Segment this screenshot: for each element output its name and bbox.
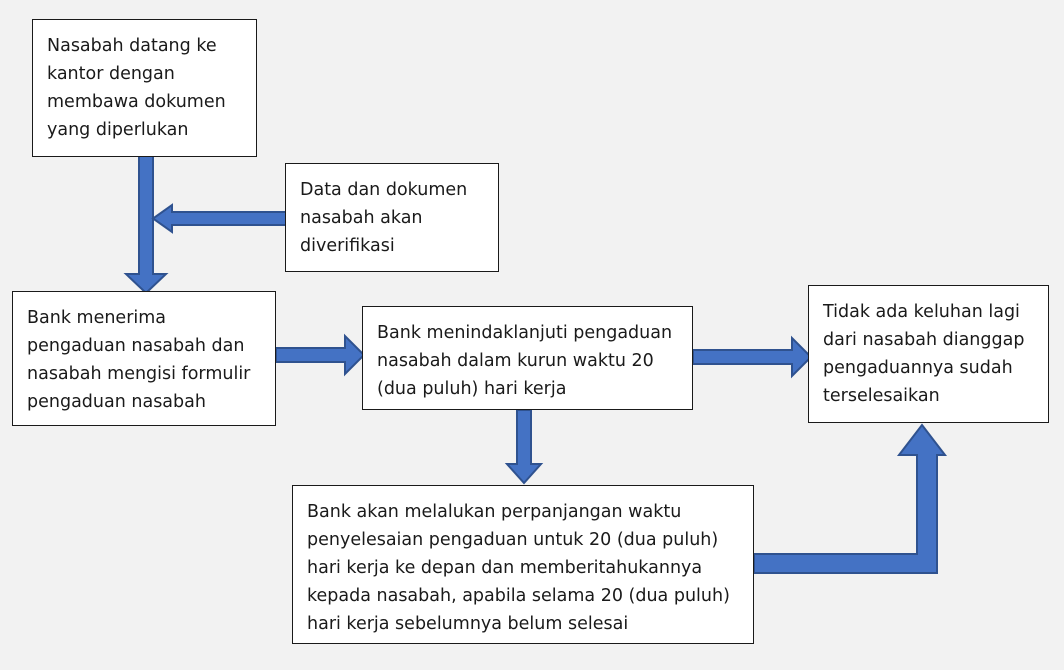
step-complaint-resolved: Tidak ada keluhan lagi dari nasabah dian… — [808, 285, 1049, 423]
arrow-down-to-complaint — [123, 155, 169, 295]
arrow-right-to-followup — [275, 333, 366, 377]
arrow-elbow-to-resolved — [753, 423, 948, 574]
step-followup-complaint: Bank menindaklanjuti pengaduan nasabah d… — [362, 306, 693, 410]
arrow-left-from-verification — [151, 203, 287, 234]
step-verify-documents: Data dan dokumen nasabah akan diverifika… — [285, 163, 499, 272]
step-extend-deadline: Bank akan melalukan perpanjangan waktu p… — [292, 485, 754, 644]
arrow-right-to-resolved — [692, 335, 813, 379]
step-receive-complaint: Bank menerima pengaduan nasabah dan nasa… — [12, 291, 276, 426]
arrow-down-to-extension — [504, 409, 544, 485]
step-visit-office: Nasabah datang ke kantor dengan membawa … — [32, 19, 257, 157]
